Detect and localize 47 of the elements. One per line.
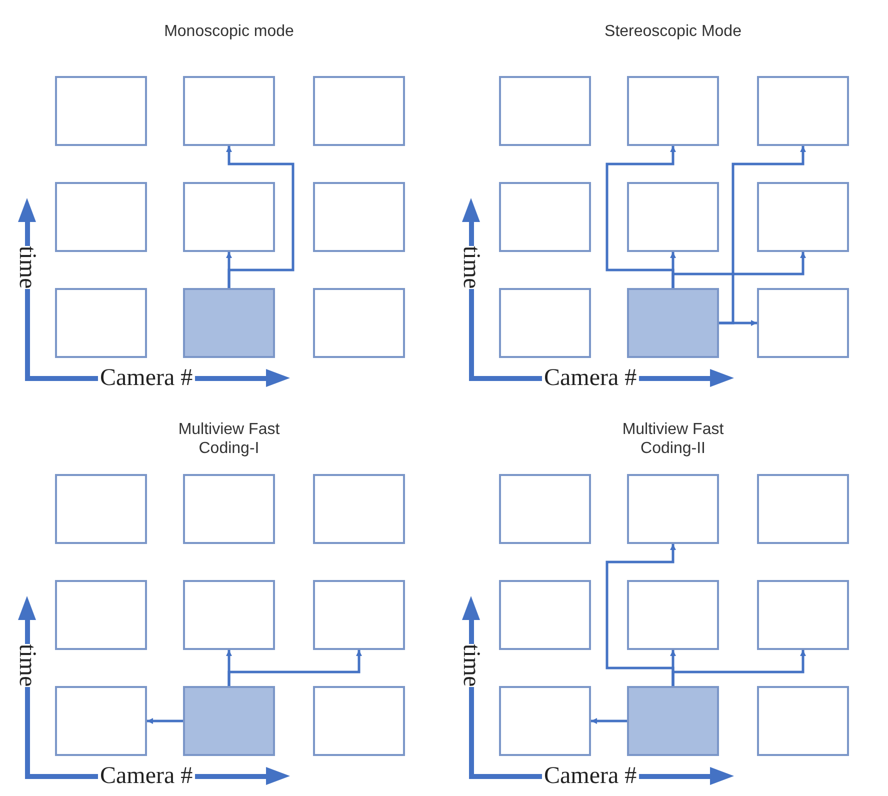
frame-box bbox=[499, 686, 591, 756]
frame-box bbox=[313, 76, 405, 146]
frame-box bbox=[499, 580, 591, 650]
frame-box bbox=[313, 686, 405, 756]
frame-box bbox=[55, 474, 147, 544]
arrow bbox=[719, 320, 757, 326]
frame-box bbox=[757, 76, 849, 146]
frame-box bbox=[55, 580, 147, 650]
frame-box bbox=[55, 686, 147, 756]
panel-title: Multiview Fast Coding-II bbox=[621, 420, 725, 458]
frame-box bbox=[55, 288, 147, 358]
frame-box bbox=[183, 182, 275, 252]
frame-box bbox=[757, 474, 849, 544]
panel-title: Multiview Fast Coding-I bbox=[177, 420, 281, 458]
frame-box bbox=[499, 474, 591, 544]
frame-box bbox=[313, 474, 405, 544]
frame-box bbox=[183, 474, 275, 544]
frame-box bbox=[55, 182, 147, 252]
frame-box bbox=[627, 580, 719, 650]
current-frame-box bbox=[183, 288, 275, 358]
current-frame-box bbox=[627, 288, 719, 358]
current-frame-box bbox=[627, 686, 719, 756]
frame-box bbox=[55, 76, 147, 146]
arrow bbox=[226, 146, 294, 288]
arrow bbox=[591, 718, 627, 724]
frame-box bbox=[627, 76, 719, 146]
frame-box bbox=[183, 580, 275, 650]
frame-box bbox=[313, 182, 405, 252]
arrow bbox=[672, 650, 806, 686]
arrow bbox=[228, 650, 362, 686]
frame-box bbox=[313, 580, 405, 650]
frame-box bbox=[627, 474, 719, 544]
frame-box bbox=[499, 76, 591, 146]
arrow bbox=[147, 718, 183, 724]
arrow bbox=[672, 252, 806, 288]
frame-box bbox=[499, 182, 591, 252]
frame-box bbox=[627, 182, 719, 252]
frame-box bbox=[313, 288, 405, 358]
frame-box bbox=[757, 580, 849, 650]
panel-title: Stereoscopic Mode bbox=[604, 22, 742, 41]
frame-box bbox=[183, 76, 275, 146]
panel-title: Monoscopic mode bbox=[163, 22, 295, 41]
current-frame-box bbox=[183, 686, 275, 756]
frame-box bbox=[757, 288, 849, 358]
frame-box bbox=[499, 288, 591, 358]
frame-box bbox=[757, 686, 849, 756]
frame-box bbox=[757, 182, 849, 252]
